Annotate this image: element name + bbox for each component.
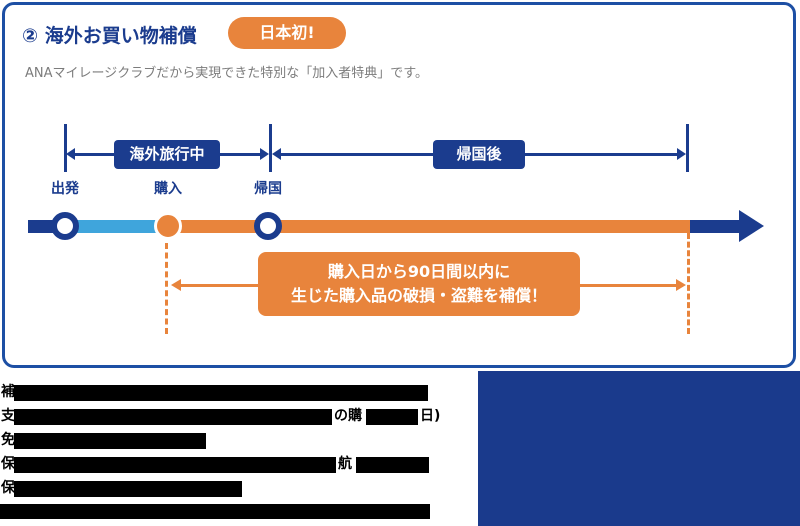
redacted-bar	[366, 409, 418, 425]
text-fragment: 航	[338, 456, 352, 472]
redacted-bar	[14, 385, 428, 401]
row-label: 保	[1, 480, 15, 496]
timeline-bar-coverage-segment	[168, 220, 690, 233]
coverage-callout-line1: 購入日から90日間以内に	[327, 262, 511, 281]
point-label-departure: 出発	[51, 181, 79, 197]
after-return-phase-label: 帰国後	[433, 140, 525, 169]
coverage-callout: 購入日から90日間以内に 生じた購入品の破損・盗難を補償！	[258, 252, 580, 316]
departure-point-marker	[51, 212, 79, 240]
arrowhead-left-icon	[272, 148, 281, 160]
text-fragment: 日)	[420, 408, 441, 424]
point-label-purchase: 購入	[154, 181, 182, 197]
redacted-bar	[356, 457, 429, 473]
arrowhead-right-icon	[260, 148, 269, 160]
coverage-dashed-line-end	[687, 233, 690, 334]
coverage-callout-line2: 生じた購入品の破損・盗難を補償！	[290, 286, 547, 305]
japan-first-badge: 日本初!	[228, 17, 346, 49]
redacted-bar	[0, 504, 430, 519]
text-fragment: の購	[334, 408, 362, 424]
row-label: 保	[1, 456, 15, 472]
row-label: 補	[1, 384, 15, 400]
redacted-bar	[14, 481, 242, 497]
arrowhead-right-icon	[677, 148, 686, 160]
point-label-return: 帰国	[254, 181, 282, 197]
redacted-details-table: 補 支 の購 日) 免 保 航 保	[0, 371, 478, 526]
return-point-marker	[254, 212, 282, 240]
timeline-bar-end-segment	[690, 220, 740, 233]
redacted-bar	[14, 433, 206, 449]
redacted-bar	[14, 457, 336, 473]
coverage-dashed-line-start	[165, 243, 168, 334]
timeline-tick-departure	[64, 124, 67, 172]
row-label: 支	[1, 408, 15, 424]
purchase-point-marker	[154, 212, 182, 240]
redacted-bar	[14, 409, 332, 425]
arrowhead-right-icon	[676, 279, 686, 291]
arrowhead-left-icon	[171, 279, 181, 291]
timeline-tick-return	[269, 124, 272, 172]
subtitle-text: ANAマイレージクラブだから実現できた特別な「加入者特典」です。	[25, 66, 428, 81]
arrowhead-left-icon	[66, 148, 75, 160]
timeline-tick-end	[686, 124, 689, 172]
overseas-phase-label: 海外旅行中	[114, 140, 220, 169]
row-label: 免	[1, 432, 15, 448]
section-title: ② 海外お買い物補償	[22, 25, 197, 47]
timeline-bar-overseas-segment	[65, 220, 168, 233]
timeline-arrowhead-icon	[739, 210, 764, 242]
